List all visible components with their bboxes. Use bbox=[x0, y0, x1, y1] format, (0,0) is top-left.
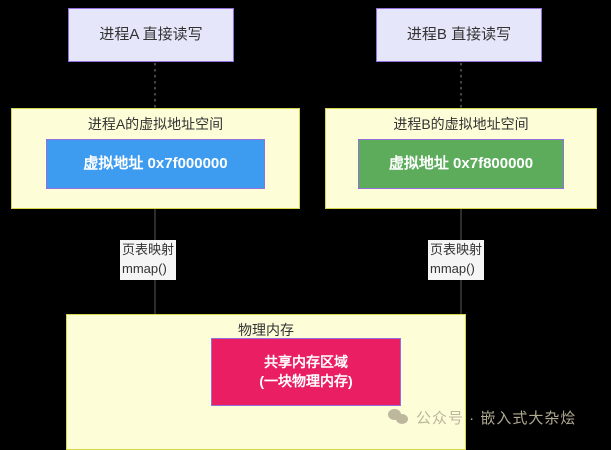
wechat-icon bbox=[388, 409, 409, 426]
virtual-address-b-label: 虚拟地址 0x7f800000 bbox=[388, 154, 534, 172]
edge-label-left-line2: mmap() bbox=[122, 260, 167, 276]
physical-memory-title: 物理内存 bbox=[238, 322, 294, 338]
process-a-box[interactable]: 进程A 直接读写 bbox=[68, 8, 234, 62]
process-b-box[interactable]: 进程B 直接读写 bbox=[376, 8, 542, 62]
shared-memory-label-line2: (一块物理内存) bbox=[259, 373, 353, 389]
edge-label-right-line1: 页表映射 bbox=[430, 242, 483, 257]
virtual-address-space-b-title: 进程B的虚拟地址空间 bbox=[393, 116, 529, 132]
edge-label-left-line1: 页表映射 bbox=[122, 242, 175, 257]
watermark-text: 公众号 · 嵌入式大杂烩 bbox=[416, 410, 577, 427]
process-a-label: 进程A 直接读写 bbox=[99, 25, 203, 43]
virtual-address-space-a-title: 进程A的虚拟地址空间 bbox=[87, 116, 224, 132]
process-b-label: 进程B 直接读写 bbox=[406, 25, 512, 43]
virtual-address-a-box[interactable]: 虚拟地址 0x7f000000 bbox=[46, 139, 265, 189]
edge-label-left: 页表映射 mmap() bbox=[120, 240, 177, 280]
edge-label-right: 页表映射 mmap() bbox=[428, 240, 485, 280]
edge-label-right-line2: mmap() bbox=[430, 260, 475, 276]
virtual-address-b-box[interactable]: 虚拟地址 0x7f800000 bbox=[358, 139, 564, 189]
shared-memory-label-line1: 共享内存区域 bbox=[264, 354, 348, 371]
shared-memory-box[interactable]: 共享内存区域 (一块物理内存) bbox=[211, 338, 401, 406]
virtual-address-a-label: 虚拟地址 0x7f000000 bbox=[83, 154, 228, 172]
watermark: 公众号 · 嵌入式大杂烩 bbox=[388, 407, 576, 428]
